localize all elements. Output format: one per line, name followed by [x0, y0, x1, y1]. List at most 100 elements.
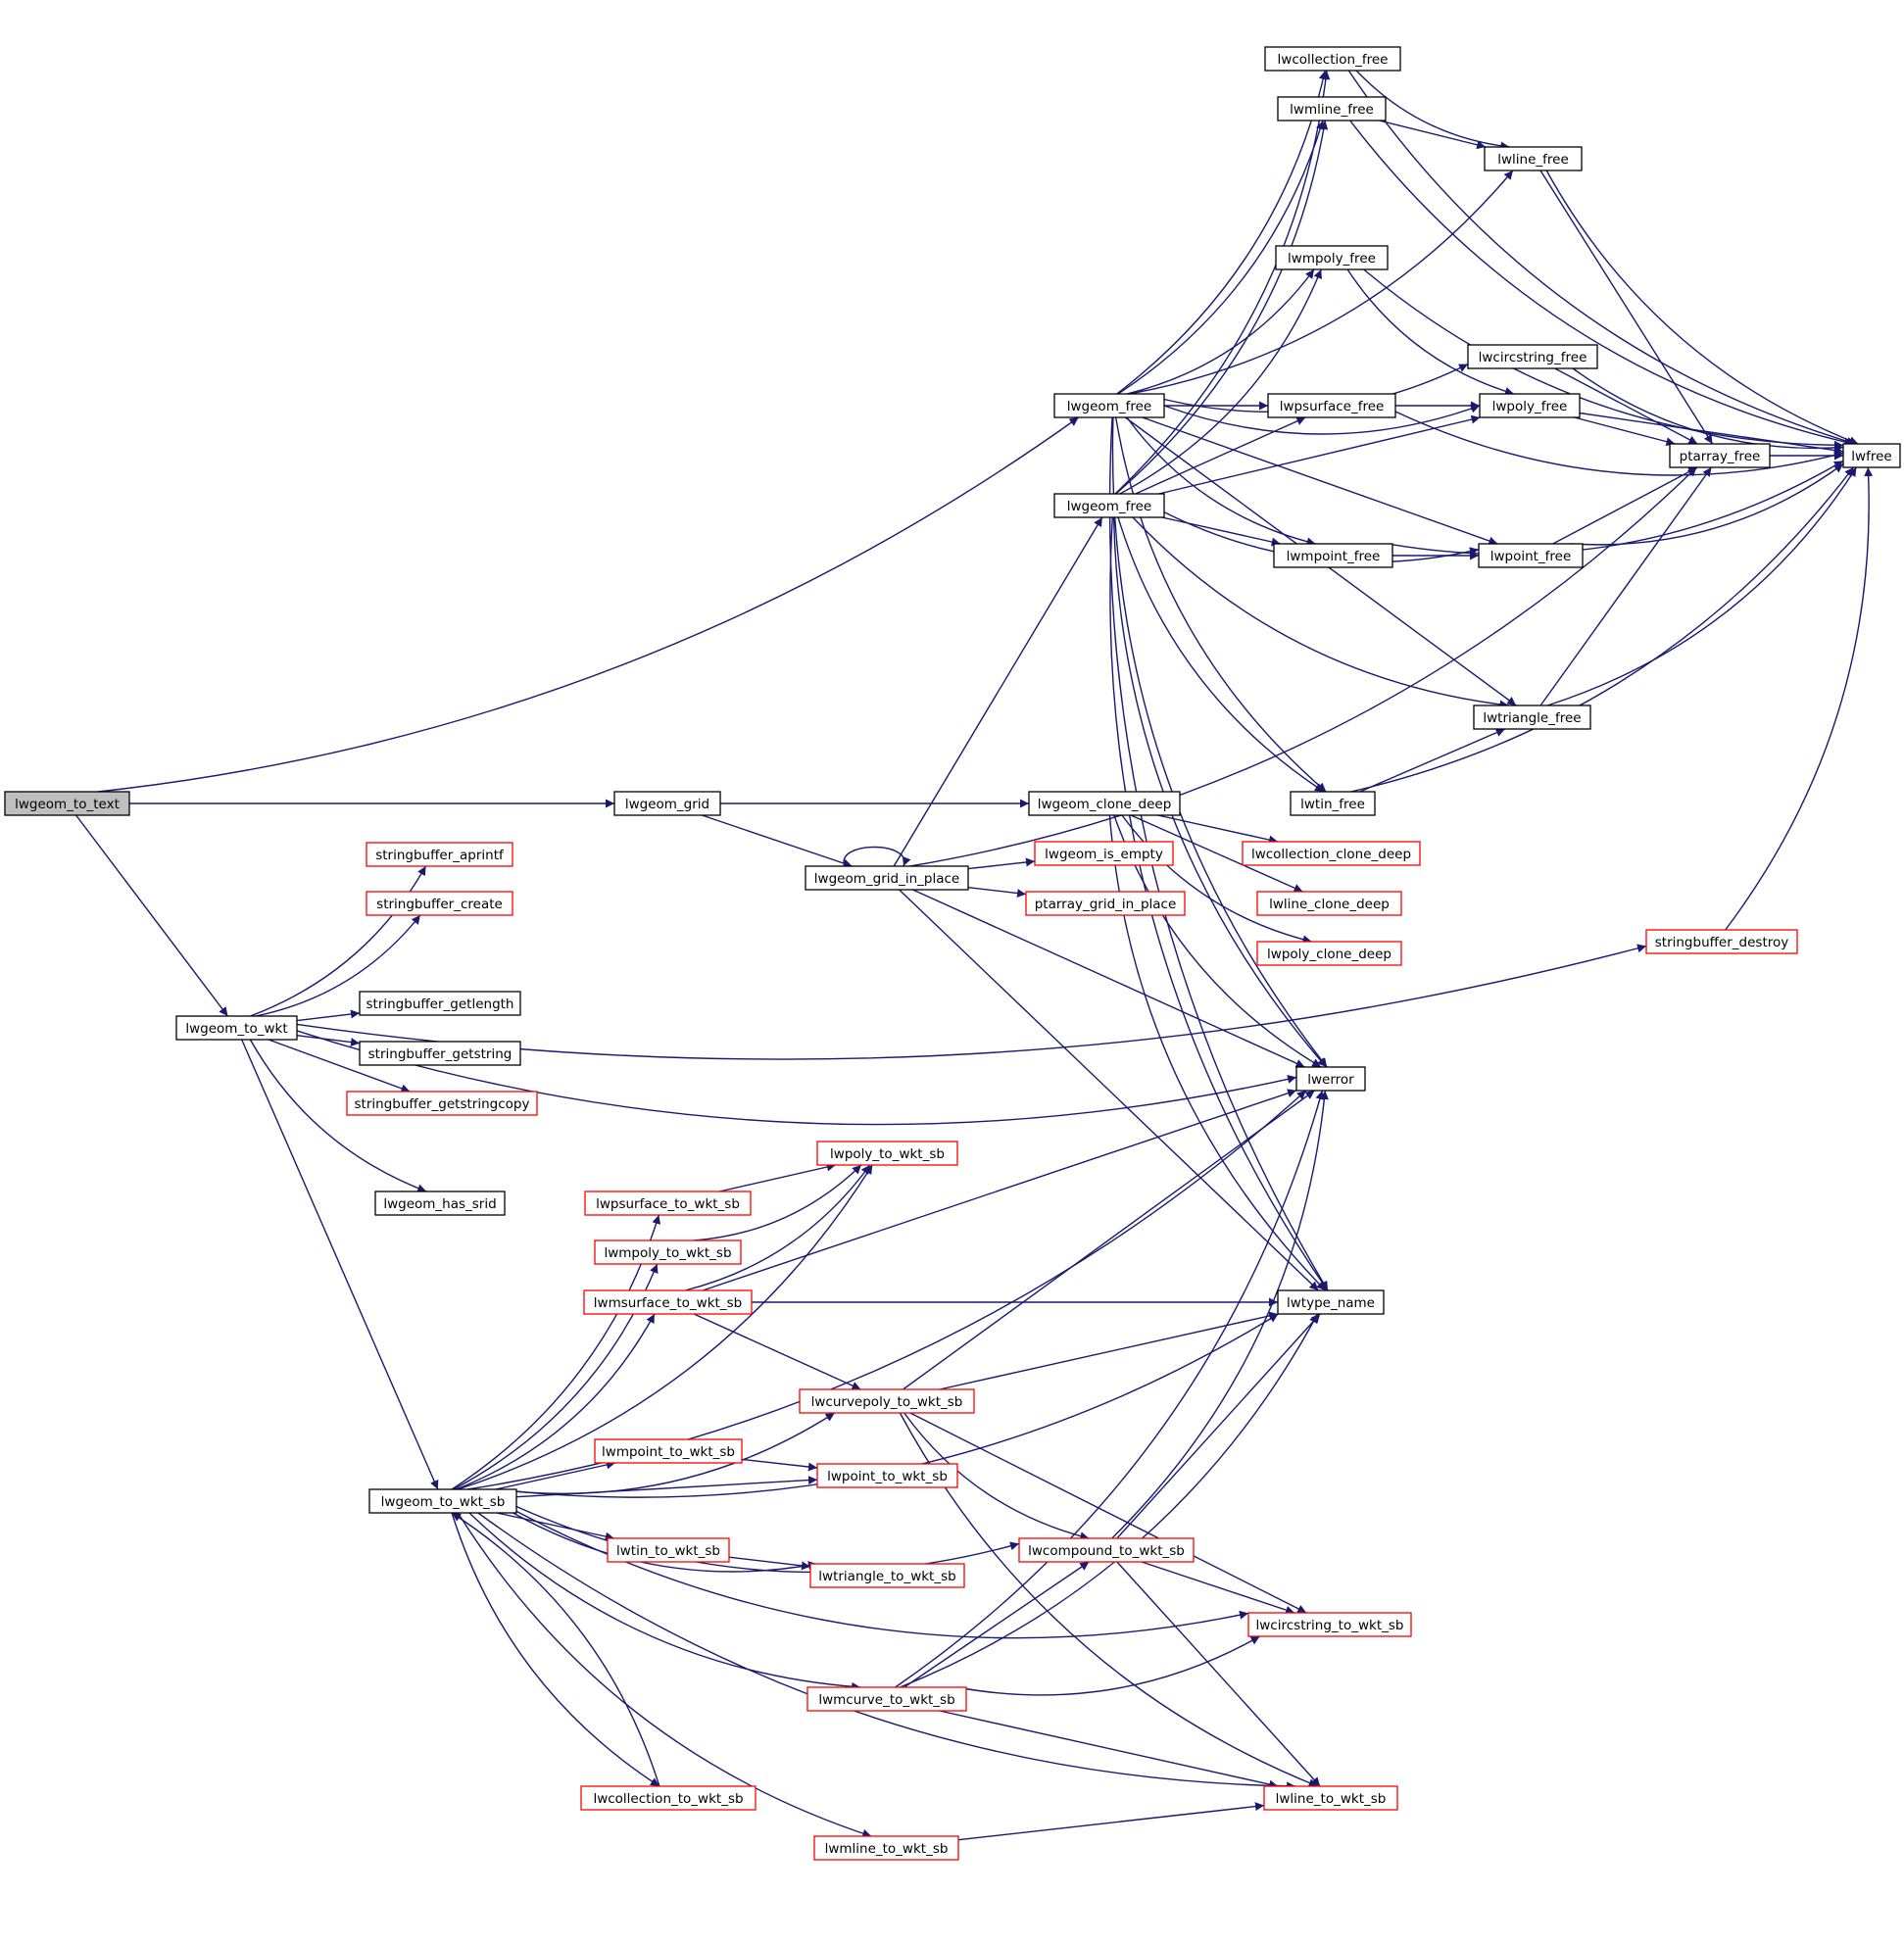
edge-lwmcurve-to-wkt-sb-to-lwcompound-to-wkt-sb [903, 1561, 1090, 1688]
node-label: lwmline_to_wkt_sb [825, 1841, 949, 1857]
node-lwcompound-to-wkt-sb[interactable]: lwcompound_to_wkt_sb [1018, 1537, 1195, 1563]
node-stringbuffer-getstring[interactable]: stringbuffer_getstring [359, 1041, 521, 1066]
node-stringbuffer-aprintf[interactable]: stringbuffer_aprintf [366, 842, 513, 867]
edge-lwtriangle-free-to-lwfree [1546, 466, 1857, 706]
node-lwgeom-to-wkt-sb[interactable]: lwgeom_to_wkt_sb [368, 1488, 517, 1514]
node-box [584, 1191, 752, 1216]
edge-lwmsurface-to-wkt-sb-to-lwpoly-to-wkt-sb [685, 1164, 871, 1291]
node-lwcurvepoly-to-wkt-sb[interactable]: lwcurvepoly_to_wkt_sb [799, 1388, 975, 1414]
edge-lwgeom-to-wkt-sb-to-lwcompound-to-wkt-sb [515, 1505, 1020, 1574]
node-lwtriangle-free[interactable]: lwtriangle_free [1473, 705, 1591, 730]
node-stringbuffer-getstringcopy[interactable]: stringbuffer_getstringcopy [346, 1091, 538, 1116]
node-label: lwtype_name [1287, 1295, 1375, 1311]
edge-lwtriangle-free-to-ptarray-free [1539, 466, 1712, 706]
node-box [1669, 443, 1771, 468]
node-label: lwmpoint_free [1287, 549, 1381, 564]
node-lwpsurface-free[interactable]: lwpsurface_free [1267, 393, 1396, 418]
node-lwcollection-free[interactable]: lwcollection_free [1264, 46, 1401, 72]
edge-lwmsurface-to-wkt-sb-to-lwerror [702, 1089, 1297, 1291]
edge-lwmcurve-to-wkt-sb-to-lwline-to-wkt-sb [939, 1710, 1279, 1789]
node-label: lwfree [1851, 449, 1891, 464]
edge-lwgeom-free-2-to-lwtin-free [1117, 516, 1325, 793]
node-lwfree[interactable]: lwfree [1842, 443, 1901, 468]
node-label: lwgeom_grid [625, 797, 709, 812]
node-lwgeom-grid-in-place[interactable]: lwgeom_grid_in_place [805, 865, 969, 891]
edge-lwpoint-free-to-lwfree [1570, 462, 1844, 546]
node-label: lwmpoly_to_wkt_sb [604, 1245, 731, 1261]
node-lwmline-to-wkt-sb[interactable]: lwmline_to_wkt_sb [813, 1835, 959, 1861]
node-lwpsurface-to-wkt-sb[interactable]: lwpsurface_to_wkt_sb [584, 1191, 752, 1216]
node-lwline-to-wkt-sb[interactable]: lwline_to_wkt_sb [1263, 1785, 1398, 1811]
node-label: lwmline_free [1290, 102, 1374, 118]
node-lwgeom-free-2[interactable]: lwgeom_free [1053, 493, 1165, 518]
node-lwgeom-is-empty[interactable]: lwgeom_is_empty [1034, 841, 1174, 866]
node-box [1473, 705, 1591, 730]
edge-lwgeom-grid-to-lwgeom-grid-in-place [702, 814, 853, 868]
edge-lwcollection-free-to-lwline-free [1355, 70, 1510, 151]
node-box [580, 1785, 757, 1811]
node-lwline-free[interactable]: lwline_free [1484, 146, 1583, 171]
node-lwmcurve-to-wkt-sb[interactable]: lwmcurve_to_wkt_sb [806, 1686, 967, 1712]
node-box [1478, 543, 1584, 568]
node-ptarray-grid-in-place[interactable]: ptarray_grid_in_place [1025, 891, 1186, 916]
node-box [359, 991, 521, 1016]
node-lwcollection-clone-deep[interactable]: lwcollection_clone_deep [1242, 841, 1421, 866]
edge-lwcurvepoly-to-wkt-sb-to-lwcompound-to-wkt-sb [903, 1412, 1090, 1541]
edge-lwmline-to-wkt-sb-to-lwline-to-wkt-sb [957, 1802, 1265, 1841]
edge-lwmpoly-to-wkt-sb-to-lwpoly-to-wkt-sb [694, 1164, 862, 1241]
node-label: lwmcurve_to_wkt_sb [818, 1692, 954, 1708]
node-lwgeom-clone-deep[interactable]: lwgeom_clone_deep [1028, 791, 1181, 816]
edge-lwgeom-free-1-to-lwtin-free [1115, 416, 1327, 793]
edge-lwgeom-to-wkt-sb-to-lwpoly-to-wkt-sb [458, 1164, 873, 1490]
node-lwline-clone-deep[interactable]: lwline_clone_deep [1256, 891, 1402, 916]
node-lwtin-to-wkt-sb[interactable]: lwtin_to_wkt_sb [607, 1537, 730, 1563]
node-box [1277, 1289, 1385, 1315]
node-lwtin-free[interactable]: lwtin_free [1290, 791, 1376, 816]
node-lwmsurface-to-wkt-sb[interactable]: lwmsurface_to_wkt_sb [583, 1289, 753, 1315]
node-lwtriangle-to-wkt-sb[interactable]: lwtriangle_to_wkt_sb [809, 1563, 965, 1588]
node-lwerror[interactable]: lwerror [1295, 1066, 1366, 1092]
node-label: lwgeom_to_wkt [185, 1021, 287, 1037]
node-lwpoly-free[interactable]: lwpoly_free [1479, 393, 1581, 418]
edge-lwgeom-to-wkt-sb-to-lwmsurface-to-wkt-sb [456, 1313, 656, 1490]
node-box [594, 1239, 742, 1265]
node-lwmline-free[interactable]: lwmline_free [1277, 96, 1387, 122]
node-lwmpoly-to-wkt-sb[interactable]: lwmpoly_to_wkt_sb [594, 1239, 742, 1265]
node-lwpoly-to-wkt-sb[interactable]: lwpoly_to_wkt_sb [816, 1141, 958, 1166]
node-lwcircstring-free[interactable]: lwcircstring_free [1467, 344, 1598, 369]
edge-lwgeom-to-text-to-lwgeom-to-wkt [75, 814, 228, 1017]
edge-lwpsurface-free-to-lwfree [1394, 411, 1844, 476]
edge-lwtin-free-to-lwfree [1350, 466, 1854, 793]
edge-lwmpoly-free-to-lwpoly-free [1346, 268, 1515, 396]
edge-lwgeom-free-2-to-lwcollection-free [1114, 70, 1331, 495]
node-lwcircstring-to-wkt-sb[interactable]: lwcircstring_to_wkt_sb [1247, 1612, 1412, 1637]
node-lwpoint-to-wkt-sb[interactable]: lwpoint_to_wkt_sb [816, 1463, 958, 1488]
edge-lwgeom-to-wkt-sb-to-lwmline-to-wkt-sb [457, 1512, 872, 1838]
node-lwgeom-grid[interactable]: lwgeom_grid [613, 791, 721, 816]
node-lwmpoly-free[interactable]: lwmpoly_free [1275, 245, 1389, 270]
node-lwcollection-to-wkt-sb[interactable]: lwcollection_to_wkt_sb [580, 1785, 757, 1811]
node-box [1025, 891, 1186, 916]
node-lwpoly-clone-deep[interactable]: lwpoly_clone_deep [1256, 941, 1402, 966]
node-box [1053, 393, 1165, 418]
node-lwtype-name[interactable]: lwtype_name [1277, 1289, 1385, 1315]
node-box [583, 1289, 753, 1315]
node-box [1256, 891, 1402, 916]
node-label: ptarray_free [1680, 449, 1761, 464]
node-label: lwline_free [1497, 152, 1569, 168]
node-lwgeom-has-srid[interactable]: lwgeom_has_srid [374, 1191, 506, 1216]
node-lwmpoint-to-wkt-sb[interactable]: lwmpoint_to_wkt_sb [594, 1438, 743, 1464]
call-edges [75, 70, 1874, 1841]
node-box [806, 1686, 967, 1712]
node-box [1275, 245, 1389, 270]
node-lwgeom-to-wkt[interactable]: lwgeom_to_wkt [175, 1015, 298, 1041]
node-label: lwpsurface_to_wkt_sb [596, 1196, 740, 1212]
node-stringbuffer-getlength[interactable]: stringbuffer_getlength [359, 991, 521, 1016]
node-ptarray-free[interactable]: ptarray_free [1669, 443, 1771, 468]
node-stringbuffer-create[interactable]: stringbuffer_create [366, 891, 513, 916]
edge-lwgeom-free-2-to-lwpsurface-free [1135, 416, 1306, 495]
node-stringbuffer-destroy[interactable]: stringbuffer_destroy [1645, 929, 1798, 954]
node-lwgeom-free-1[interactable]: lwgeom_free [1053, 393, 1165, 418]
node-lwmpoint-free[interactable]: lwmpoint_free [1273, 543, 1393, 568]
node-lwpoint-free[interactable]: lwpoint_free [1478, 543, 1584, 568]
